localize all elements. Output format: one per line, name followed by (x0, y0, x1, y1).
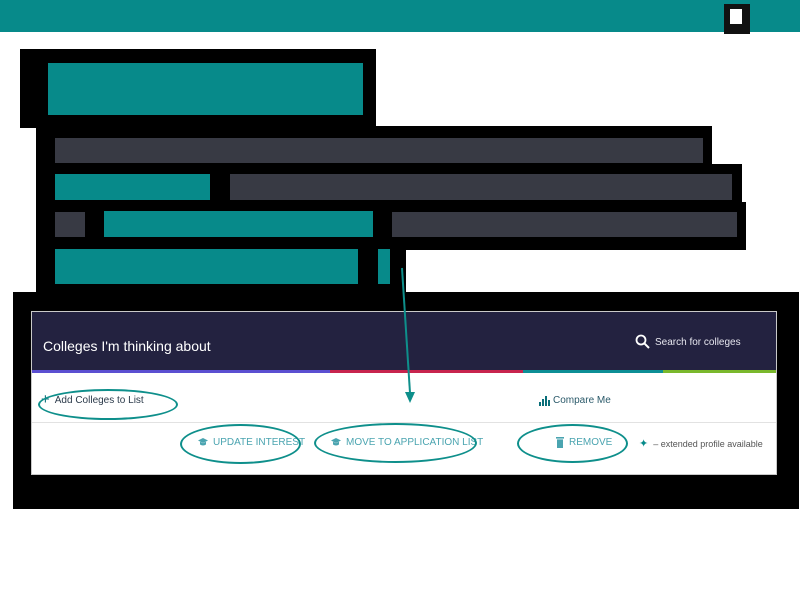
color-strip (32, 370, 776, 373)
compare-me-label: Compare Me (553, 395, 611, 406)
redacted-highlight (55, 249, 358, 284)
legend-label: – extended profile available (653, 438, 763, 449)
redacted-highlight (378, 249, 390, 284)
top-bar (0, 0, 800, 32)
compare-me-button[interactable]: Compare Me (539, 395, 611, 406)
redacted-line (392, 212, 737, 237)
highlight-move-to-application (314, 423, 477, 463)
panel-title: Colleges I'm thinking about (43, 338, 211, 354)
highlight-remove (517, 424, 628, 463)
panel-header: Colleges I'm thinking about Search for c… (32, 312, 776, 370)
search-label: Search for colleges (655, 336, 741, 348)
search-colleges-link[interactable]: Search for colleges (635, 334, 741, 350)
redacted-highlight (104, 211, 373, 237)
star-icon: ✦ (639, 438, 649, 450)
search-icon (635, 334, 650, 349)
highlight-update-interest (180, 424, 301, 464)
bar-chart-icon (539, 395, 550, 406)
square-icon (730, 9, 742, 24)
highlight-add-colleges (38, 389, 178, 420)
redacted-line (55, 138, 703, 163)
redacted-line (230, 174, 732, 200)
redacted-heading (48, 63, 363, 115)
top-right-button[interactable] (724, 4, 750, 34)
legend: ✦ – extended profile available (639, 437, 763, 450)
redacted-highlight (55, 174, 210, 200)
redacted-line (55, 212, 85, 237)
